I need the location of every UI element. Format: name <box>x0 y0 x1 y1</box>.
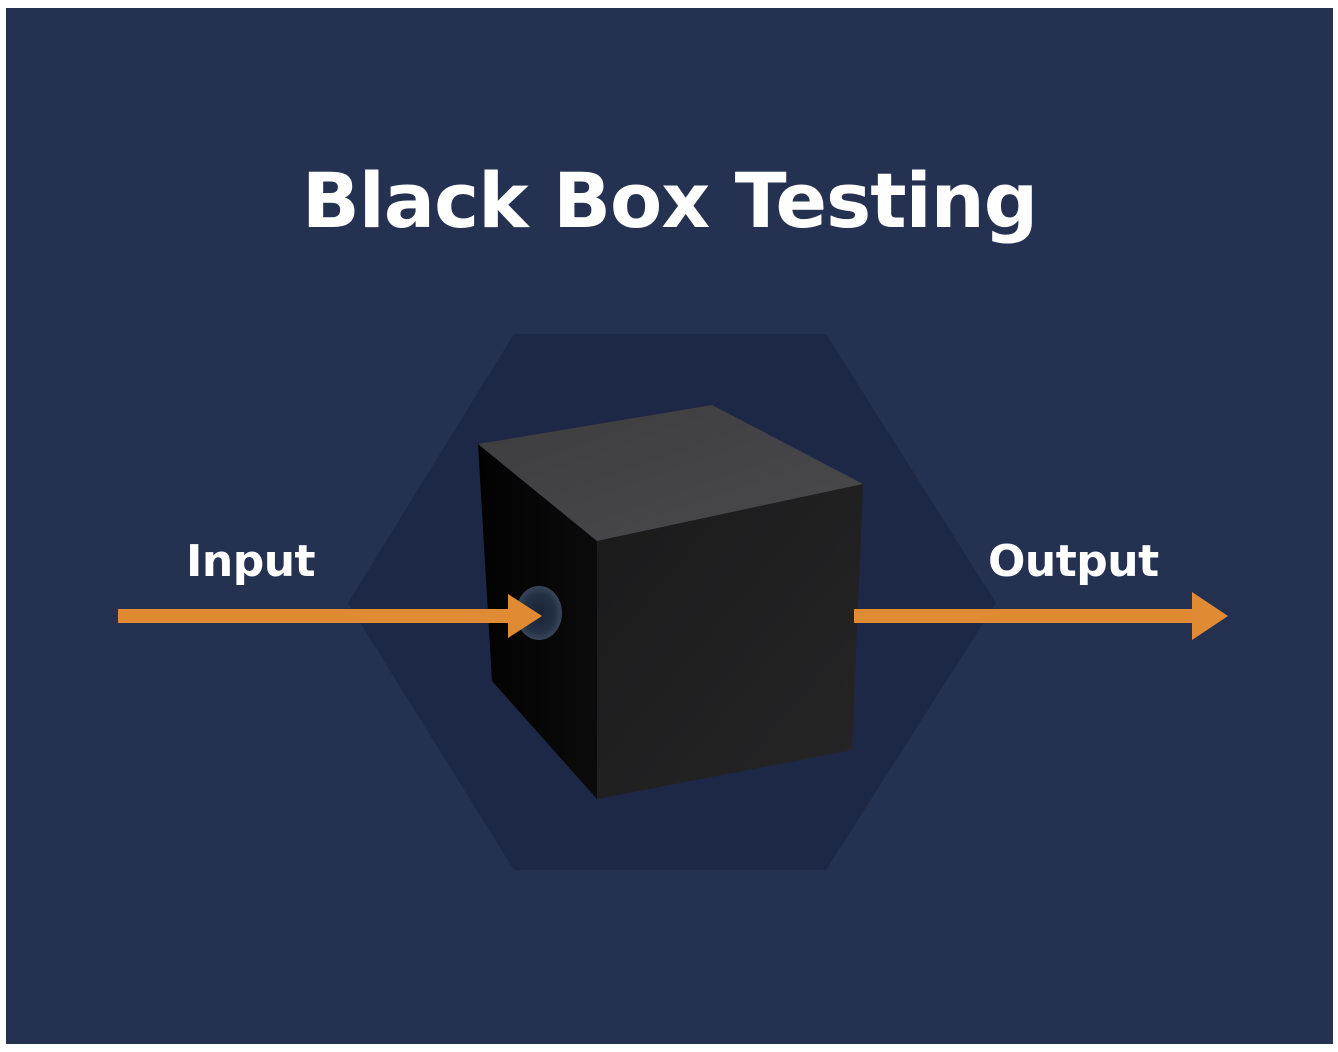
output-label: Output <box>988 536 1159 587</box>
slide-title: Black Box Testing <box>301 156 1038 245</box>
cube-top-face <box>478 405 863 541</box>
slide: Black Box Testing Input Output <box>6 8 1333 1044</box>
black-box-diagram <box>118 334 1228 870</box>
input-arrow-icon <box>118 594 542 638</box>
output-arrow-icon <box>854 592 1228 640</box>
cube-front-face <box>597 484 863 799</box>
input-label: Input <box>186 536 316 587</box>
input-hole-icon <box>516 586 562 640</box>
